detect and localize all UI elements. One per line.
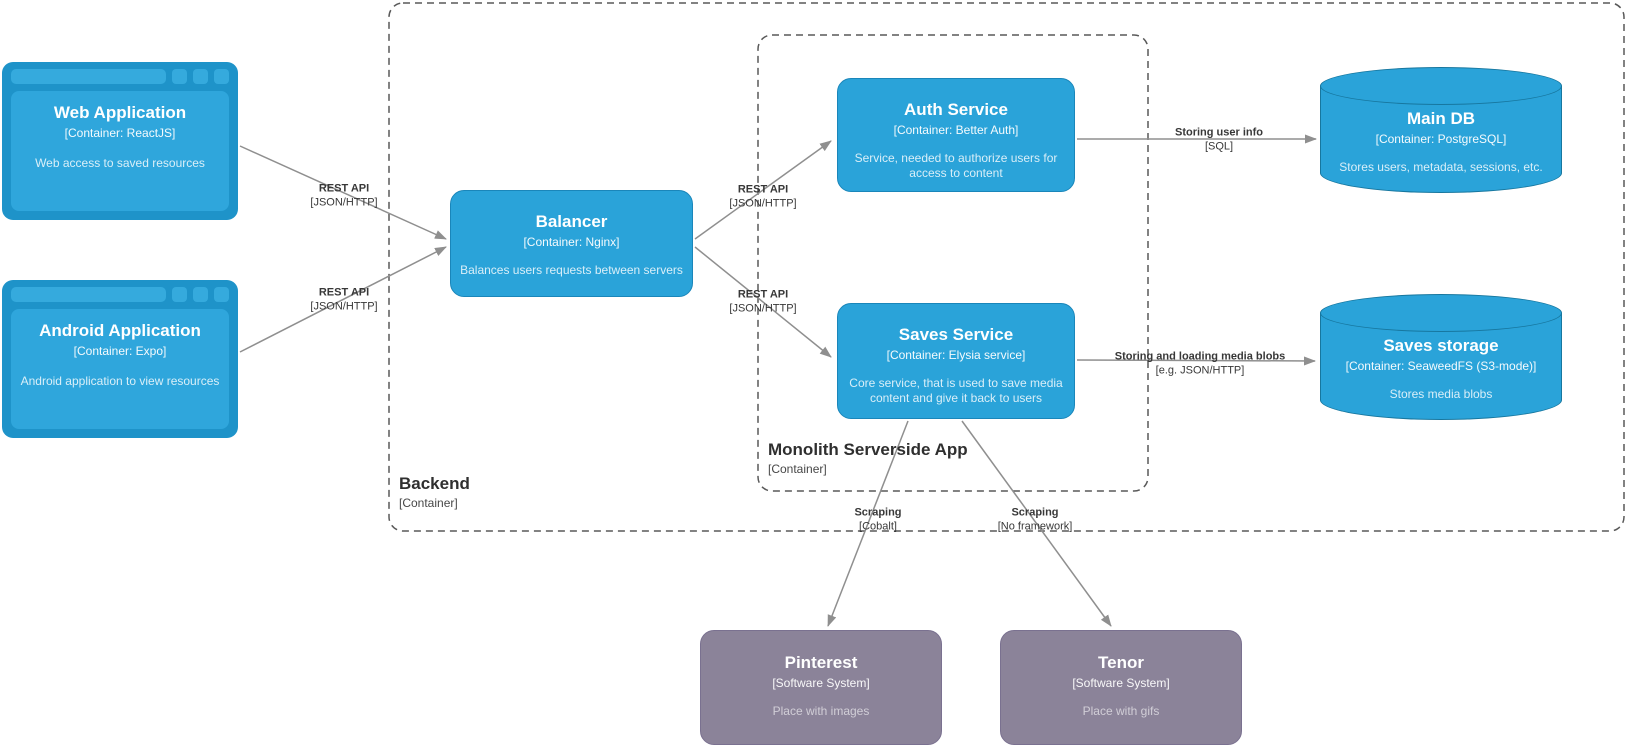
- edge-label-tech: [JSON/HTTP]: [729, 198, 797, 210]
- browser-window-button-icon: [193, 287, 208, 302]
- backend-boundary-subtitle: [Container]: [399, 495, 458, 510]
- backend-boundary: [388, 2, 1625, 532]
- browser-chrome: [11, 287, 229, 302]
- node-title: Android Application: [39, 321, 201, 340]
- browser-address-bar-icon: [11, 287, 166, 302]
- edge-label-text: REST API: [737, 288, 789, 301]
- edge-label-tech: [Cobalt]: [859, 521, 897, 533]
- edge-label-text: REST API: [318, 182, 370, 195]
- node-subtitle: [Container: ReactJS]: [64, 125, 176, 140]
- database-cylinder-top-icon: [1320, 67, 1562, 105]
- edge-label-tech: [No framework]: [997, 521, 1073, 533]
- node-subtitle: [Container: Elysia service]: [886, 347, 1026, 362]
- arrow-saves-to-tenor: [961, 420, 1112, 627]
- node-title: Main DB: [1407, 109, 1475, 128]
- node-subtitle: [Container: PostgreSQL]: [1375, 131, 1507, 146]
- edge-label-tech: [JSON/HTTP]: [310, 197, 378, 209]
- edge-label-balancer-to-saves: REST API [JSON/HTTP]: [729, 288, 796, 317]
- arrow-balancer-to-auth: [694, 140, 832, 240]
- browser-window-button-icon: [193, 69, 208, 84]
- monolith-boundary-subtitle: [Container]: [768, 461, 827, 476]
- main-db-node[interactable]: Main DB [Container: PostgreSQL] Stores u…: [1320, 67, 1562, 193]
- edge-label-text: Storing user info: [1175, 126, 1263, 139]
- browser-window-button-icon: [172, 287, 187, 302]
- arrow-balancer-to-saves: [694, 246, 832, 358]
- balancer-node[interactable]: Balancer [Container: Nginx] Balances use…: [450, 190, 693, 297]
- node-subtitle: [Container: SeaweedFS (S3-mode)]: [1345, 358, 1537, 373]
- edge-label-balancer-to-auth: REST API [JSON/HTTP]: [729, 183, 796, 212]
- edge-label-tech: [e.g. JSON/HTTP]: [1155, 365, 1245, 377]
- database-cylinder-top-icon: [1320, 294, 1562, 332]
- monolith-boundary-label: Monolith Serverside App [Container]: [768, 440, 968, 476]
- main-db-body: Main DB [Container: PostgreSQL] Stores u…: [1324, 105, 1558, 185]
- arrow-web-to-balancer: [239, 145, 447, 240]
- node-title: Web Application: [53, 103, 187, 122]
- edge-label-web-to-balancer: REST API [JSON/HTTP]: [310, 182, 377, 211]
- node-description: Service, needed to authorize users for a…: [854, 150, 1058, 181]
- browser-window-button-icon: [214, 287, 229, 302]
- saves-storage-node[interactable]: Saves storage [Container: SeaweedFS (S3-…: [1320, 294, 1562, 420]
- node-description: Stores media blobs: [1389, 386, 1493, 401]
- edge-label-saves-to-storage: Storing and loading media blobs [e.g. JS…: [1115, 350, 1286, 379]
- edge-label-tech: [JSON/HTTP]: [310, 301, 378, 313]
- node-title: Saves storage: [1383, 336, 1499, 355]
- edge-label-saves-to-pinterest: Scraping [Cobalt]: [854, 506, 901, 535]
- monolith-boundary: [757, 34, 1149, 492]
- arrow-saves-to-storage: [1076, 356, 1316, 366]
- edge-label-text: Storing and loading media blobs: [1114, 350, 1286, 363]
- node-subtitle: [Container: Nginx]: [523, 234, 620, 249]
- edge-label-text: REST API: [737, 183, 789, 196]
- edge-label-android-to-balancer: REST API [JSON/HTTP]: [310, 286, 377, 315]
- auth-service-node[interactable]: Auth Service [Container: Better Auth] Se…: [837, 78, 1075, 192]
- node-subtitle: [Software System]: [772, 675, 870, 690]
- browser-window-button-icon: [172, 69, 187, 84]
- edge-label-tech: [SQL]: [1204, 141, 1234, 153]
- node-subtitle: [Software System]: [1072, 675, 1170, 690]
- tenor-node[interactable]: Tenor [Software System] Place with gifs: [1000, 630, 1242, 745]
- edge-label-tech: [JSON/HTTP]: [729, 303, 797, 315]
- web-application-node[interactable]: Web Application [Container: ReactJS] Web…: [2, 62, 238, 220]
- edge-label-saves-to-tenor: Scraping [No framework]: [998, 506, 1073, 535]
- node-description: Web access to saved resources: [35, 155, 205, 170]
- node-description: Stores users, metadata, sessions, etc.: [1339, 159, 1543, 174]
- node-title: Balancer: [535, 212, 608, 231]
- web-application-body: Web Application [Container: ReactJS] Web…: [11, 91, 229, 211]
- browser-address-bar-icon: [11, 69, 166, 84]
- node-subtitle: [Container: Expo]: [73, 343, 167, 358]
- browser-window-button-icon: [214, 69, 229, 84]
- node-title: Auth Service: [904, 100, 1008, 119]
- node-description: Android application to view resources: [20, 373, 220, 388]
- saves-service-node[interactable]: Saves Service [Container: Elysia service…: [837, 303, 1075, 419]
- arrow-android-to-balancer: [239, 246, 447, 353]
- saves-storage-body: Saves storage [Container: SeaweedFS (S3-…: [1324, 332, 1558, 412]
- edge-label-auth-to-maindb: Storing user info [SQL]: [1175, 126, 1263, 155]
- node-title: Pinterest: [784, 653, 858, 672]
- node-title: Saves Service: [898, 325, 1014, 344]
- edge-label-text: Scraping: [854, 506, 902, 519]
- node-description: Place with images: [772, 703, 870, 718]
- android-application-node[interactable]: Android Application [Container: Expo] An…: [2, 280, 238, 438]
- node-subtitle: [Container: Better Auth]: [893, 122, 1019, 137]
- node-description: Place with gifs: [1082, 703, 1160, 718]
- arrow-saves-to-pinterest: [827, 420, 909, 627]
- monolith-boundary-title: Monolith Serverside App: [768, 440, 968, 459]
- node-title: Tenor: [1098, 653, 1144, 672]
- edge-label-text: Scraping: [1011, 506, 1059, 519]
- browser-chrome: [11, 69, 229, 84]
- backend-boundary-title: Backend: [399, 474, 470, 493]
- node-description: Core service, that is used to save media…: [849, 375, 1063, 406]
- node-description: Balances users requests between servers: [460, 262, 683, 277]
- backend-boundary-label: Backend [Container]: [399, 474, 470, 510]
- edge-label-text: REST API: [318, 286, 370, 299]
- pinterest-node[interactable]: Pinterest [Software System] Place with i…: [700, 630, 942, 745]
- android-application-body: Android Application [Container: Expo] An…: [11, 309, 229, 429]
